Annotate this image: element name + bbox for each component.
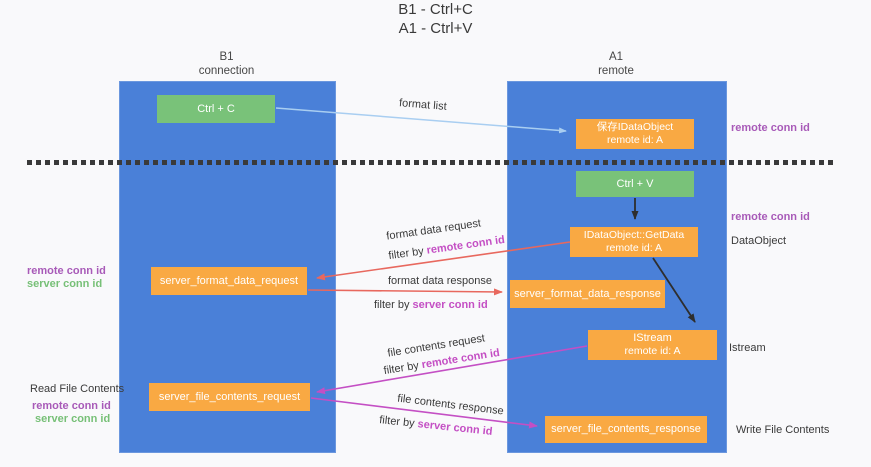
format-data-response-label: format data response xyxy=(388,275,492,287)
diagram-title: B1 - Ctrl+C A1 - Ctrl+V xyxy=(0,0,871,38)
left-server-conn-id-label-2: server conn id xyxy=(35,413,111,425)
saved-dataobject-line1: 保存IDataObject xyxy=(596,121,674,133)
left-remote-conn-id-label-1: remote conn id xyxy=(27,265,106,277)
dataobject-label: DataObject xyxy=(731,235,787,247)
saved-dataobject-box: 保存IDataObject remote id: A xyxy=(576,119,694,149)
server-format-data-request-label: server_format_data_request xyxy=(159,274,299,287)
left-column-name: B1 xyxy=(219,51,234,63)
left-remote-conn-id-label-2: remote conn id xyxy=(32,400,111,412)
read-file-contents-label: Read File Contents xyxy=(30,383,125,395)
right-column-role: remote xyxy=(598,65,634,77)
left-server-conn-id-label-1: server conn id xyxy=(27,278,103,290)
title-line-1: B1 - Ctrl+C xyxy=(398,1,473,18)
server-conn-id-text: server conn id xyxy=(412,299,488,311)
filter-by-text: filter by xyxy=(378,414,419,431)
format-data-response-filter-label: filter by server conn id xyxy=(374,299,488,311)
filter-by-text: filter by xyxy=(387,244,428,263)
istream-line1: IStream xyxy=(633,332,672,344)
format-data-response-arrow xyxy=(307,288,503,296)
write-file-contents-label: Write File Contents xyxy=(736,424,830,436)
right-remote-conn-id-label-1: remote conn id xyxy=(731,122,810,134)
ctrl-v-label: Ctrl + V xyxy=(616,177,654,190)
server-format-data-request-box: server_format_data_request xyxy=(151,267,307,295)
istream-line2: remote id: A xyxy=(624,345,681,357)
istream-box: IStream remote id: A xyxy=(588,330,717,360)
ctrl-c-label: Ctrl + C xyxy=(197,102,235,115)
filter-by-text: filter by xyxy=(382,359,423,378)
left-column-header: B1 connection xyxy=(119,50,334,78)
file-contents-response-filter-label: filter by server conn id xyxy=(379,414,493,438)
dashed-separator xyxy=(27,160,833,165)
title-line-2: A1 - Ctrl+V xyxy=(398,20,473,37)
server-file-contents-response-box: server_file_contents_response xyxy=(545,416,707,443)
server-file-contents-request-box: server_file_contents_request xyxy=(149,383,310,411)
getdata-line2: remote id: A xyxy=(605,242,663,254)
format-list-label: format list xyxy=(398,97,448,113)
ctrl-v-box: Ctrl + V xyxy=(576,171,694,197)
server-conn-id-text: server conn id xyxy=(416,418,494,438)
right-column-name: A1 xyxy=(608,51,624,63)
server-file-contents-request-label: server_file_contents_request xyxy=(158,390,301,403)
filter-by-text: filter by xyxy=(374,299,413,311)
server-format-data-response-label: server_format_data_response xyxy=(514,287,661,300)
remote-conn-id-text: remote conn id xyxy=(425,233,506,257)
right-remote-conn-id-label-2: remote conn id xyxy=(731,211,810,223)
saved-dataobject-line2: remote id: A xyxy=(606,134,664,146)
ctrl-c-box: Ctrl + C xyxy=(157,95,275,123)
left-column-role: connection xyxy=(198,65,255,77)
getdata-box: IDataObject::GetData remote id: A xyxy=(570,227,698,257)
server-format-data-response-box: server_format_data_response xyxy=(510,280,665,308)
istream-side-label: Istream xyxy=(729,342,766,354)
getdata-line1: IDataObject::GetData xyxy=(583,229,685,241)
server-file-contents-response-label: server_file_contents_response xyxy=(551,423,701,435)
file-contents-response-label: file contents response xyxy=(396,392,505,418)
right-column-header: A1 remote xyxy=(507,50,725,78)
